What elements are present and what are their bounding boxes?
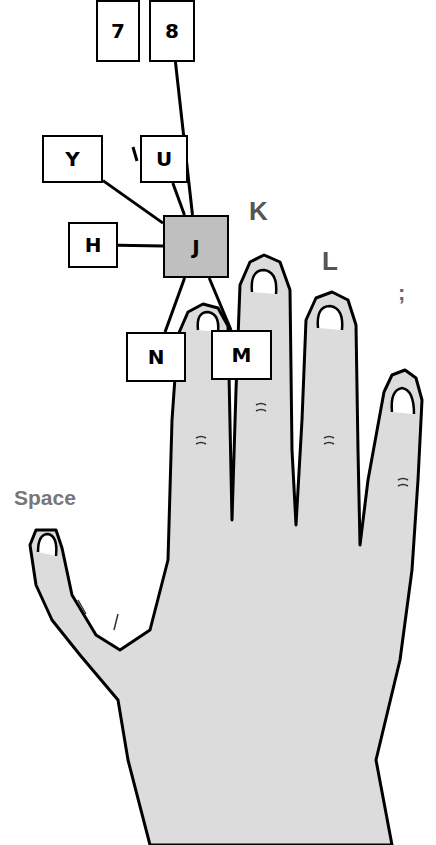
connector-line [165,278,185,332]
key-label: Y [65,147,79,171]
key-label: N [148,345,165,369]
key-box: 7 [96,0,140,62]
key-box: J [163,215,229,278]
connector-line [103,181,163,224]
connector-line [209,278,231,330]
key-box: U [140,135,188,183]
key-label-text: ; [398,280,405,306]
key-label: M [232,343,252,367]
key-box: N [126,332,186,382]
key-label: J [192,235,199,259]
connector-line [173,183,185,215]
knuckle-marks [78,404,408,631]
key-box: 8 [149,0,195,62]
key-label-text: Space [14,486,76,510]
key-box: H [68,222,118,268]
key-label-text: K [249,196,268,227]
key-label: 8 [165,19,179,43]
fingernail [252,270,277,294]
thumbnail [38,534,56,556]
stray-line [133,147,137,161]
fingernail [392,388,414,414]
fingernail [198,312,219,332]
key-box: Y [42,135,103,183]
key-label: H [85,233,102,257]
fingernail [318,306,343,330]
key-label: 7 [111,19,125,43]
connector-line [118,245,163,247]
key-label-text: L [322,246,338,277]
key-box: M [211,330,272,380]
hand-outline [30,255,422,845]
key-label: U [156,147,172,171]
